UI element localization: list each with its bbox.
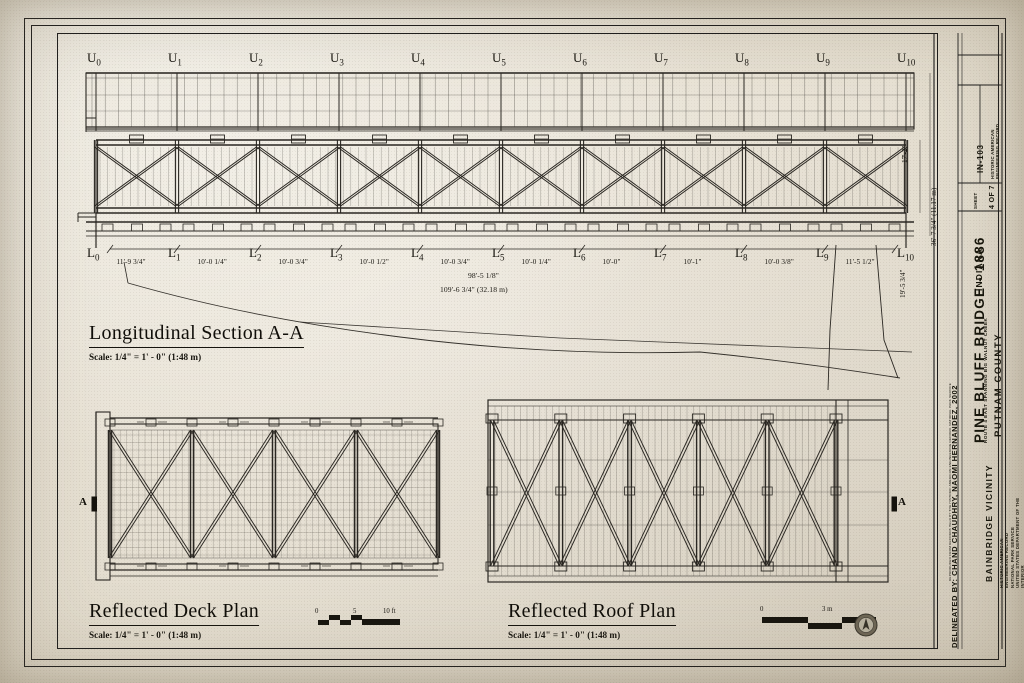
bridge-subtitle: ROUTE 4 EAST SPANNING BIG WALNUT CREEK <box>983 317 988 443</box>
upper-node-label-u5: U5 <box>492 50 506 68</box>
panel-dimension-0: 11'-9 3/4" <box>116 258 146 266</box>
section-cut-marks <box>91 496 897 512</box>
longitudinal-section-title: Longitudinal Section A-A <box>89 322 304 348</box>
longitudinal-section-drawing <box>77 72 931 391</box>
scale-feet-tick-10: 10 ft <box>383 608 396 615</box>
scale-meters-tick-0: 0 <box>760 606 764 613</box>
lower-node-label-l7: L7 <box>654 245 667 263</box>
panel-dimension-6: 10'-0" <box>602 258 621 266</box>
sheet-border-inner <box>31 25 999 660</box>
lower-node-label-l5: L5 <box>492 245 505 263</box>
longitudinal-section-title-block: Longitudinal Section A-A Scale: 1/4" = 1… <box>89 322 304 362</box>
upper-node-label-u2: U2 <box>249 50 263 68</box>
vicinity-name: BAINBRIDGE VICINITY <box>984 464 994 582</box>
sheet-number: 4 OF 7 <box>989 185 996 209</box>
panel-dimension-3: 10'-0 1/2" <box>359 258 389 266</box>
sheet-label: SHEET <box>973 192 978 209</box>
height-dimension-19ft: 19'-5 3/4" <box>899 269 907 298</box>
lower-node-label-l3: L3 <box>330 245 343 263</box>
lower-node-label-l6: L6 <box>573 245 586 263</box>
lower-node-label-l2: L2 <box>249 245 262 263</box>
agency-lines: HISTORIC AMERICAN ENGINEERING RECORD NAT… <box>999 497 1024 588</box>
scale-feet-tick-0: 0 <box>315 608 319 615</box>
scale-feet-tick-5: 5 <box>353 608 357 615</box>
reflected-deck-plan-title: Reflected Deck Plan <box>89 600 260 626</box>
panel-dimension-4: 10'-0 3/4" <box>440 258 470 266</box>
county-name: PUTNAM COUNTY <box>993 332 1004 437</box>
upper-node-label-u9: U9 <box>816 50 830 68</box>
lower-node-label-l10: L10 <box>897 245 914 263</box>
lower-node-label-l0: L0 <box>87 245 100 263</box>
upper-node-label-u3: U3 <box>330 50 344 68</box>
truss-length-dimension: 98'-5 1/8" <box>468 271 499 280</box>
lower-node-label-l1: L1 <box>168 245 181 263</box>
lower-node-label-l9: L9 <box>816 245 829 263</box>
scale-meters-tick-3: 3 m <box>822 606 833 613</box>
panel-dimension-1: 10'-0 1/4" <box>197 258 227 266</box>
panel-dimension-2: 10'-0 3/4" <box>278 258 308 266</box>
panel-dimension-5: 10'-0 1/4" <box>521 258 551 266</box>
title-block-rules <box>933 33 1003 649</box>
upper-node-label-u6: U6 <box>573 50 587 68</box>
longitudinal-section-scale: Scale: 1/4" = 1' - 0" (1:48 m) <box>89 352 202 362</box>
reflected-deck-plan-drawing <box>95 411 444 581</box>
panel-dimension-7: 10'-1" <box>683 258 702 266</box>
drawing-frame <box>57 33 938 649</box>
deck-plan-title-block: Reflected Deck Plan Scale: 1/4" = 1' - 0… <box>89 600 260 640</box>
haer-record-label: HISTORIC AMERICAN ENGINEERING RECORD <box>990 123 1001 179</box>
upper-node-label-u4: U4 <box>411 50 425 68</box>
reflected-roof-plan-scale: Scale: 1/4" = 1' - 0" (1:48 m) <box>508 630 621 640</box>
reflected-roof-plan-title: Reflected Roof Plan <box>508 600 676 626</box>
north-arrow-logo <box>854 613 878 637</box>
roof-plan-title-block: Reflected Roof Plan Scale: 1/4" = 1' - 0… <box>508 600 676 640</box>
reflected-deck-plan-scale: Scale: 1/4" = 1' - 0" (1:48 m) <box>89 630 202 640</box>
delineated-by-credit: DELINEATED BY: CHAND CHAUDHRY, NAOMI HER… <box>950 385 959 648</box>
sheet-border-outer <box>24 18 1006 667</box>
upper-node-label-u1: U1 <box>168 50 182 68</box>
height-dimension-17ft: 17'-2" <box>901 145 909 163</box>
panel-dimension-9: 11'-5 1/2" <box>845 258 875 266</box>
panel-dimension-8: 10'-0 3/8" <box>764 258 794 266</box>
haer-record-code: IN-103 <box>976 144 985 173</box>
section-marker-left: A <box>79 496 87 508</box>
upper-node-label-u8: U8 <box>735 50 749 68</box>
upper-node-label-u7: U7 <box>654 50 668 68</box>
lower-node-label-l4: L4 <box>411 245 424 263</box>
title-block-panel: IN-103 HISTORIC AMERICAN ENGINEERING REC… <box>932 33 1004 649</box>
upper-node-label-u0: U0 <box>87 50 101 68</box>
upper-node-label-u10: U10 <box>897 50 916 68</box>
bridge-length-dimension: 109'-6 3/4" (32.18 m) <box>440 285 508 294</box>
reflected-roof-plan-drawing <box>485 399 889 583</box>
lower-node-label-l8: L8 <box>735 245 748 263</box>
section-marker-right: A <box>898 496 906 508</box>
